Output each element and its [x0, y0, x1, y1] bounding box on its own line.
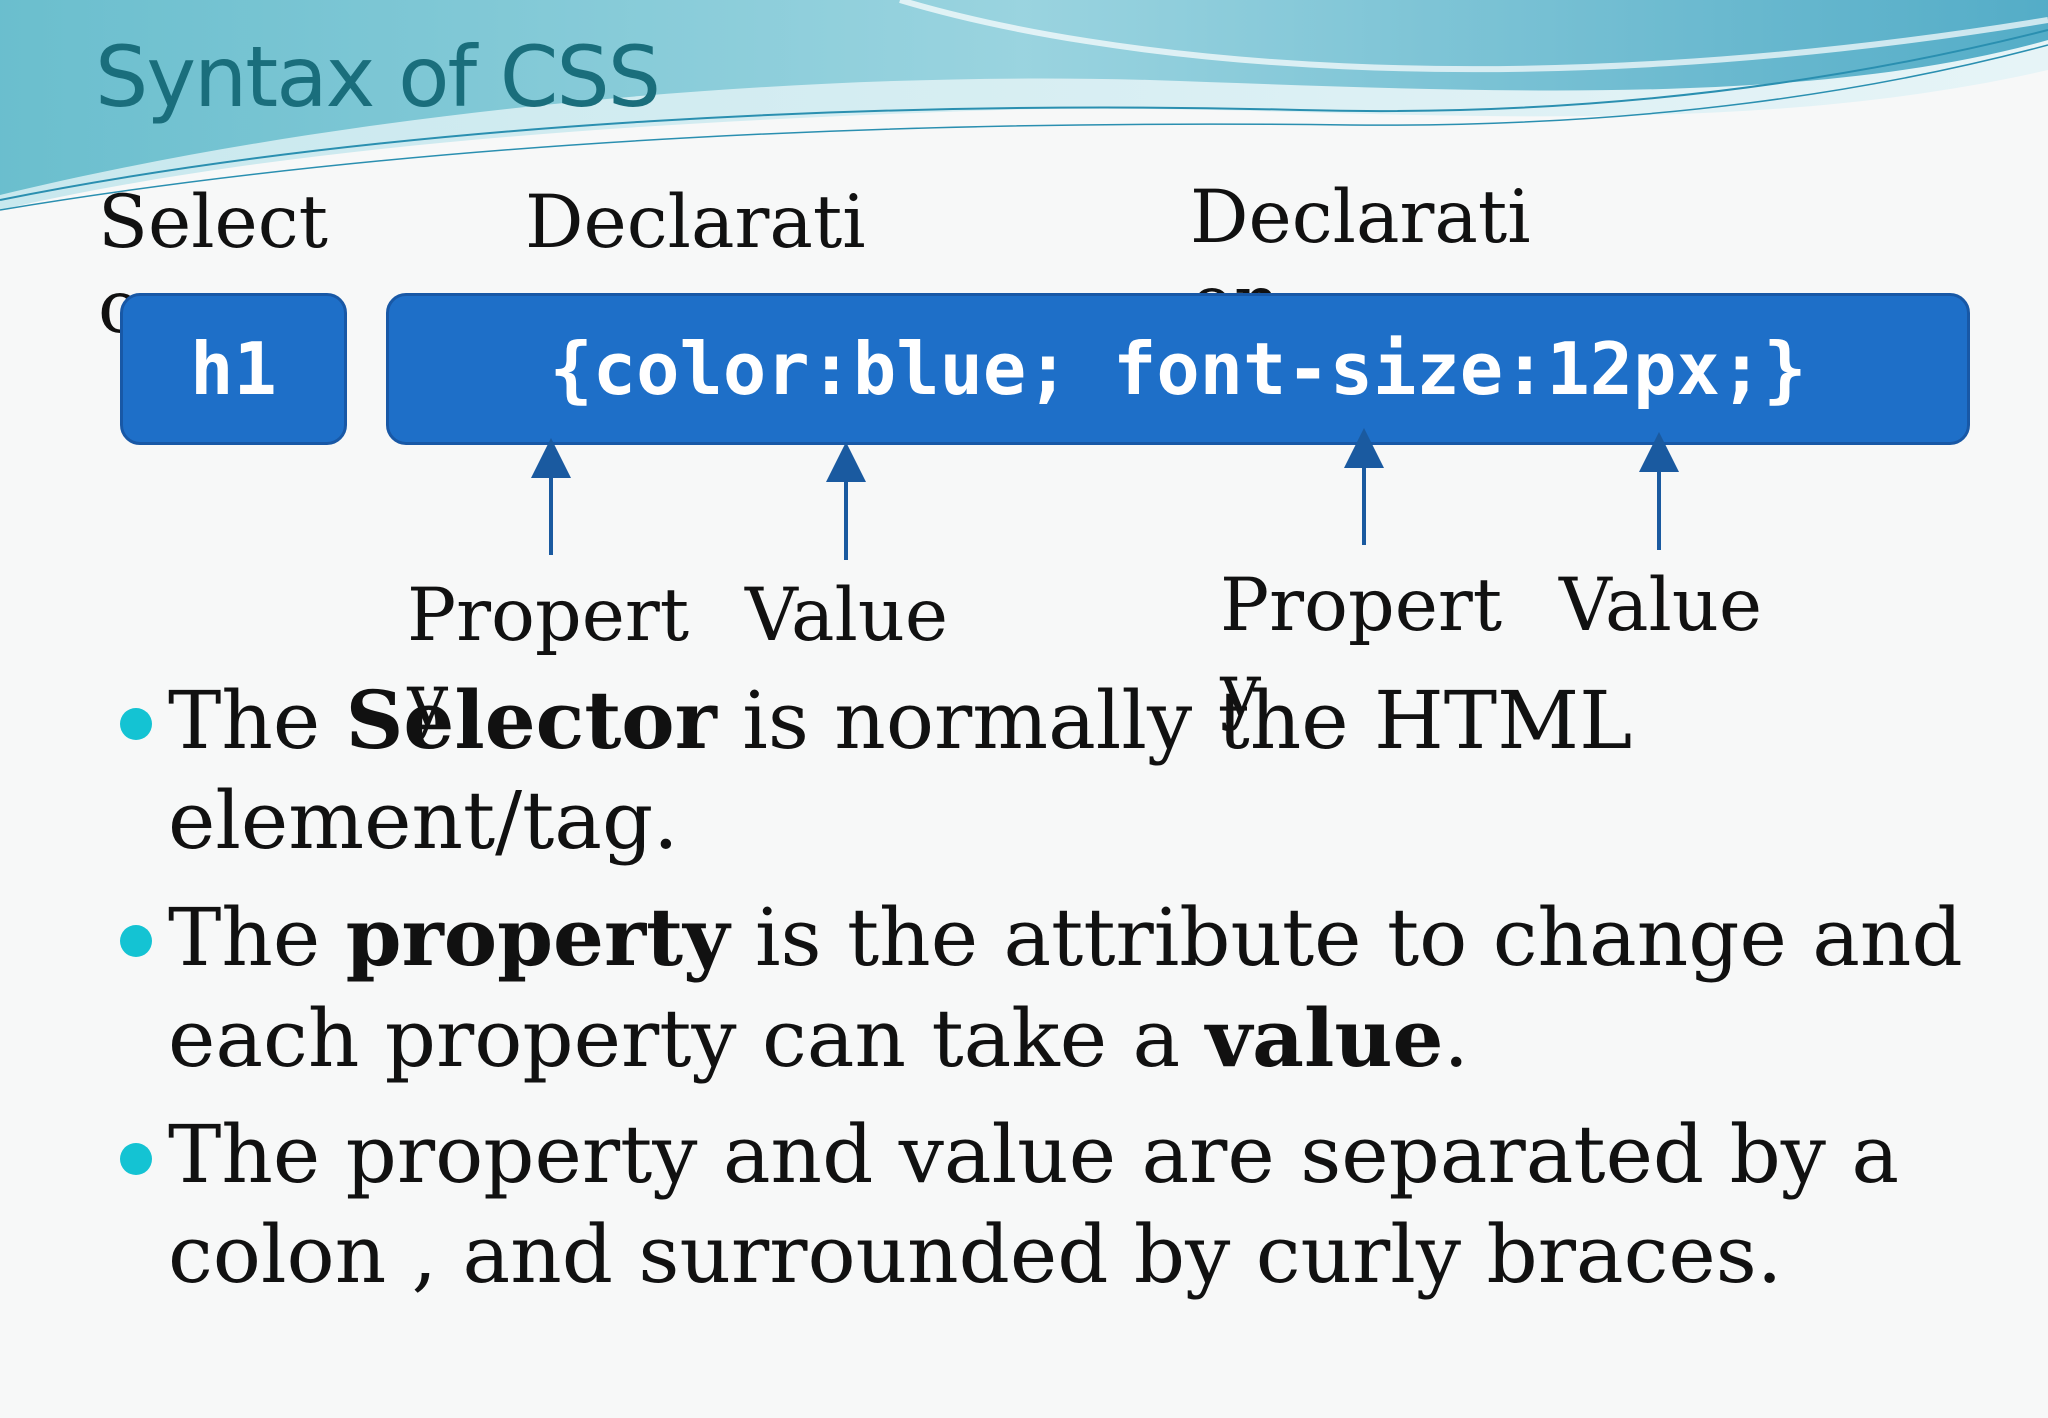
value-label-2: Value — [1559, 563, 1763, 648]
bullet-dot-icon — [120, 708, 152, 740]
property-label-2: Property — [1220, 563, 1503, 733]
bold-term: Selector — [345, 673, 717, 767]
value-label-1: Value — [745, 573, 949, 658]
bold-term: value — [1205, 991, 1444, 1085]
bullet-item: The property is the attribute to change … — [120, 887, 1980, 1089]
bold-term: property — [345, 890, 730, 984]
bullet-item: The Selector is normally the HTML elemen… — [120, 670, 1980, 871]
bullet-dot-icon — [120, 1143, 152, 1175]
declaration-box: {color:blue; font-size:12px;} — [386, 293, 1970, 445]
property-label-1: Property — [407, 573, 690, 743]
bullet-dot-icon — [120, 925, 152, 957]
wave-decoration — [0, 0, 2048, 211]
selector-box: h1 — [120, 293, 347, 445]
bullet-item: The property and value are separated by … — [120, 1105, 1980, 1305]
slide-title: Syntax of CSS — [95, 28, 661, 126]
bullet-list: The Selector is normally the HTML elemen… — [120, 670, 1980, 1321]
